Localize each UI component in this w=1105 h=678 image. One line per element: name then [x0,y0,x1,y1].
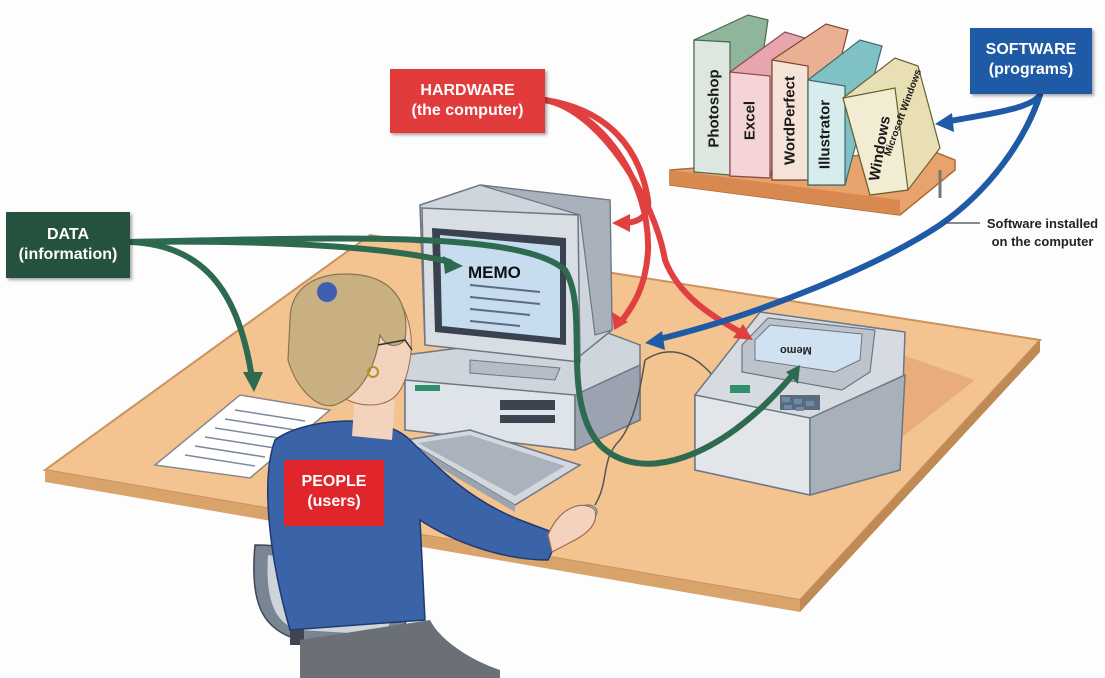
book-spine-excel: Excel [741,100,759,141]
data-label-subtitle: (information) [18,246,118,263]
people-label-title: PEOPLE [301,473,367,490]
book-spine-illustrator: Illustrator [816,99,834,170]
software-label: SOFTWARE (programs) [970,28,1092,94]
monitor [419,184,613,381]
hair [287,273,407,407]
data-arrowheads [243,256,800,392]
printer-output-text: Memo [780,344,812,356]
people-label: PEOPLE (users) [284,460,384,526]
software-note-line2: on the computer [991,234,1094,249]
printer [694,311,906,496]
monitor-screen-text: MEMO [468,263,521,282]
hardware-label: HARDWARE (the computer) [390,69,545,133]
software-arrowheads [645,113,954,350]
book-spine-wordperfect: WordPerfect [781,76,799,165]
people-label-subtitle: (users) [307,493,361,510]
paper-document [153,394,332,479]
hardware-label-subtitle: (the computer) [411,102,524,119]
hardware-arrows [542,97,748,338]
data-label: DATA (information) [6,212,130,278]
software-label-subtitle: (programs) [988,61,1074,78]
book-illustrator [807,39,883,186]
keyboard [402,429,582,512]
software-label-title: SOFTWARE [985,41,1077,58]
software-note-line1: Software installed [986,216,1099,231]
data-label-title: DATA [46,226,90,243]
software-arrows [652,92,1043,343]
software-installed-note: Software installed on the computer [985,215,1100,251]
book-spine-photoshop: Photoshop [705,69,723,148]
data-arrows [127,235,793,467]
hardware-label-title: HARDWARE [420,82,515,99]
books [693,14,941,196]
hardware-arrowheads [612,214,753,340]
book-windows [842,57,941,196]
hand [547,504,597,553]
